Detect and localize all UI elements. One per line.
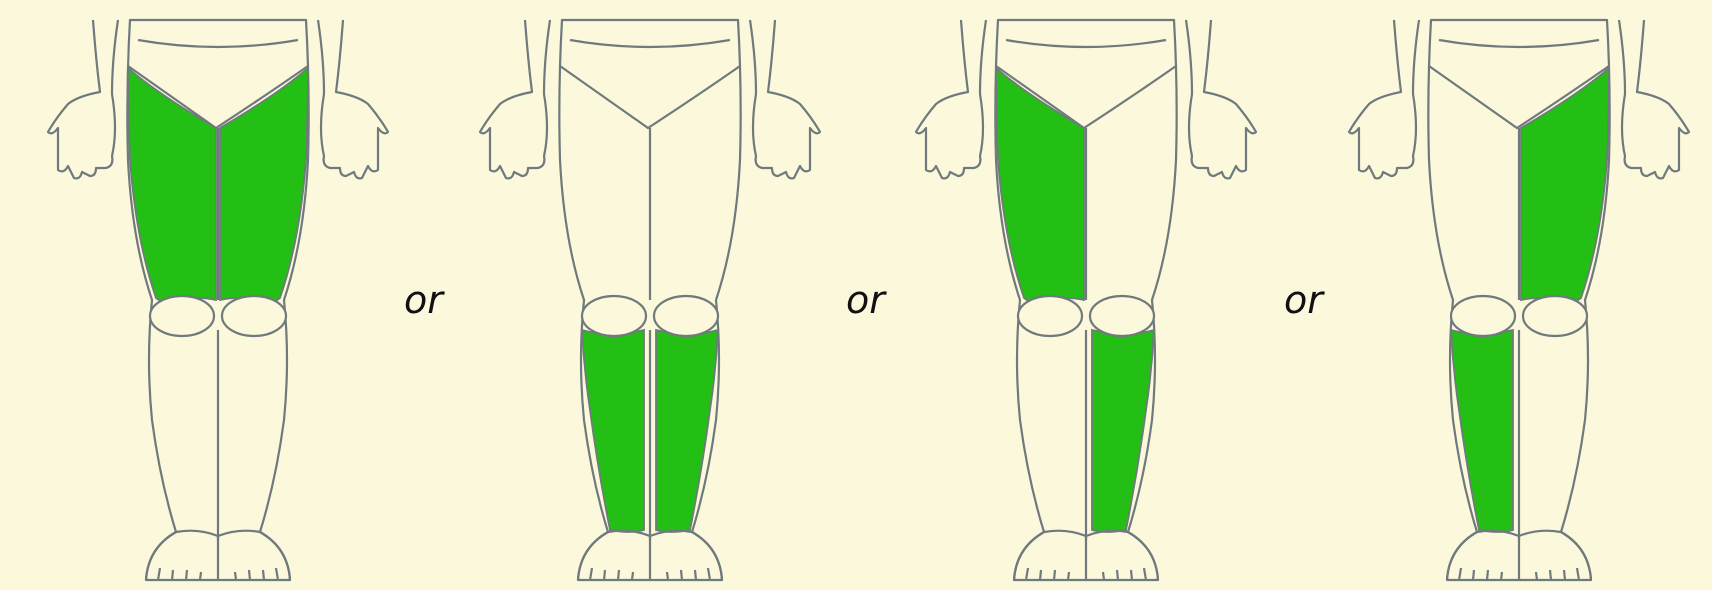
leg-figure-4 bbox=[1349, 20, 1689, 580]
leg-figure-1 bbox=[48, 20, 388, 580]
or-label-2: or bbox=[846, 281, 885, 319]
or-label-3: or bbox=[1284, 281, 1323, 319]
leg-figure-3 bbox=[916, 20, 1256, 580]
or-label-1: or bbox=[404, 281, 443, 319]
leg-figure-2 bbox=[480, 20, 820, 580]
